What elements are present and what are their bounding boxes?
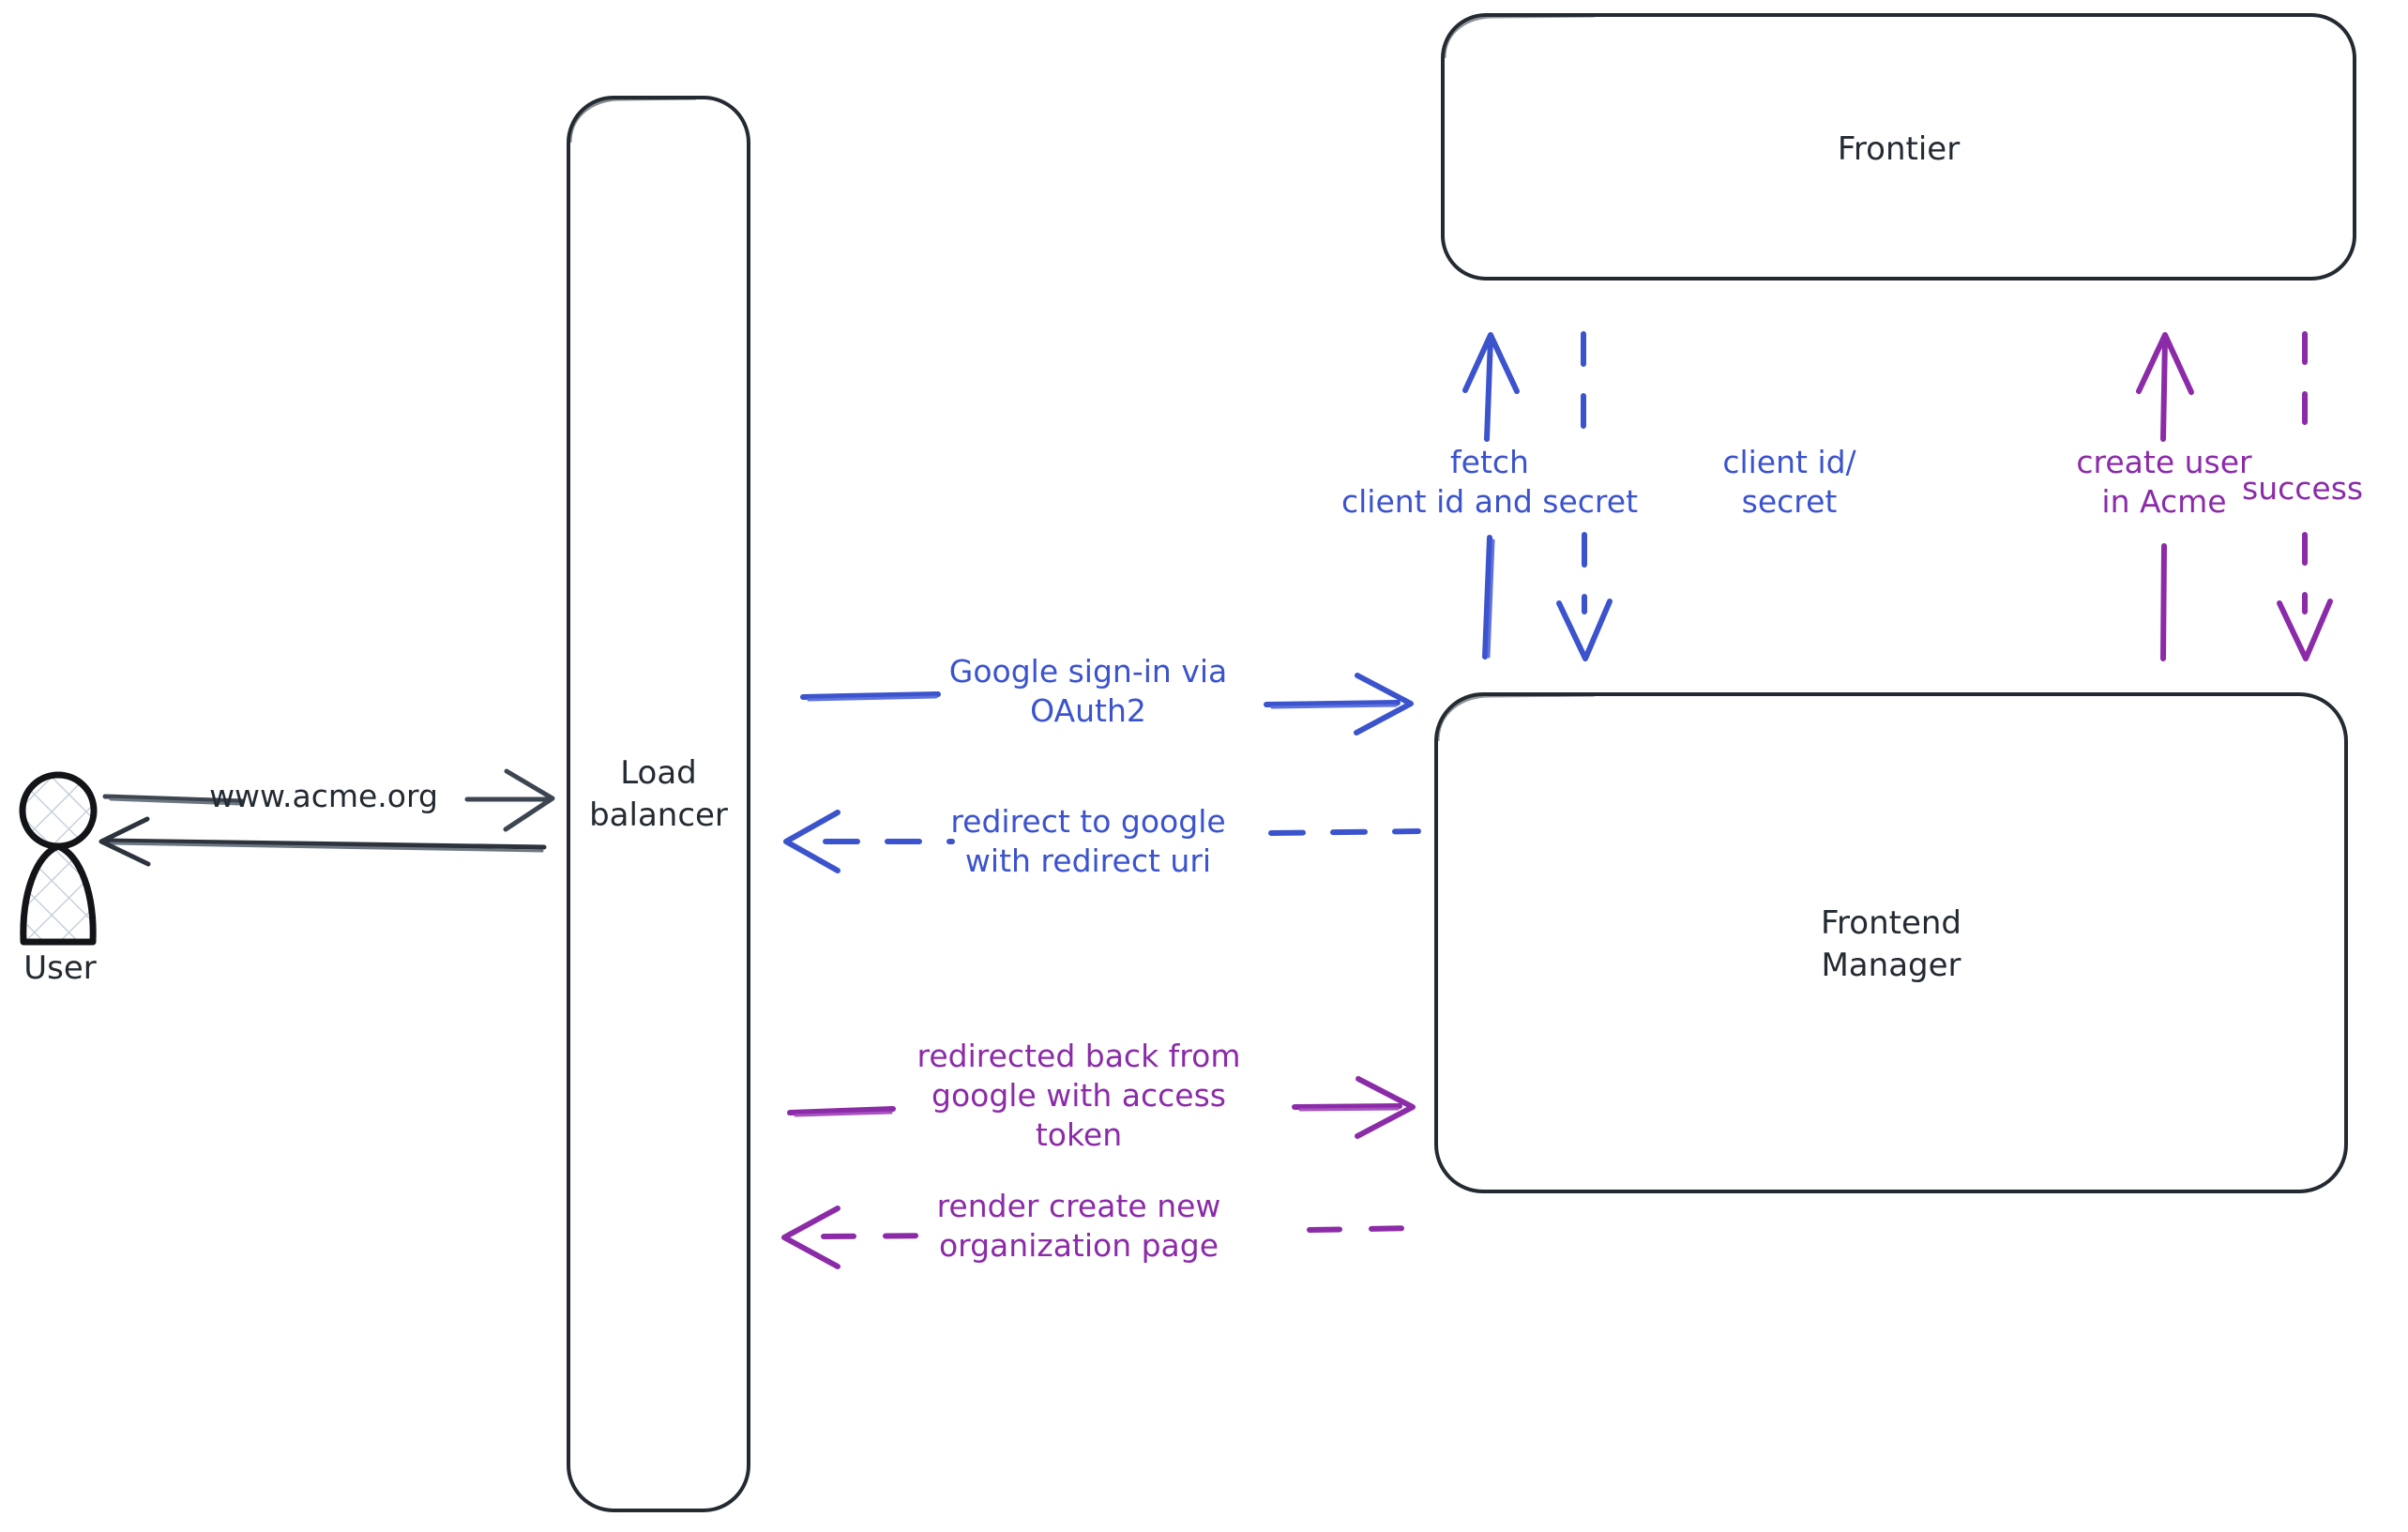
edge-lb-to-user bbox=[98, 816, 547, 867]
edge-frontier-to-fm-success bbox=[2277, 331, 2333, 661]
user-person-icon bbox=[19, 771, 98, 946]
edge-fm-to-lb-redirect bbox=[783, 810, 1421, 873]
edge-fm-to-frontier-create bbox=[2136, 332, 2194, 661]
node-frontier[interactable] bbox=[1441, 13, 2356, 281]
node-frontend-manager[interactable] bbox=[1434, 692, 2348, 1193]
edge-frontier-to-fm-creds bbox=[1556, 331, 1613, 661]
edge-user-to-lb bbox=[102, 768, 555, 832]
edge-fm-to-lb-render bbox=[781, 1206, 1421, 1269]
edge-fm-to-frontier-fetch bbox=[1462, 332, 1520, 660]
edge-lb-to-fm-token bbox=[787, 1076, 1416, 1139]
node-load-balancer[interactable] bbox=[567, 96, 750, 1512]
edge-lb-to-fm-signin bbox=[800, 673, 1414, 736]
